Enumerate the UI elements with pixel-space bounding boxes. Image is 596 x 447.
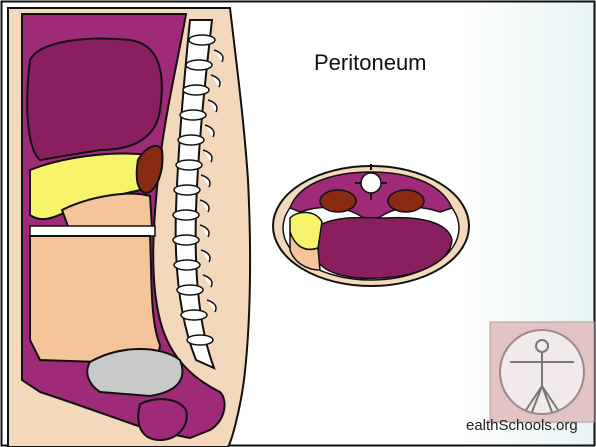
bladder (87, 349, 182, 396)
healthschools-logo (490, 322, 594, 422)
mesentery-gap (30, 226, 155, 236)
intestine-lower (30, 236, 160, 363)
watermark-text: ealthSchools.org (466, 417, 578, 434)
cross-section-vertebra (361, 173, 381, 193)
rectum (138, 399, 187, 440)
cross-section-kidney-right (388, 190, 424, 212)
slide-title: Peritoneum (314, 50, 427, 76)
cross-section (273, 164, 469, 286)
sagittal-section (8, 8, 250, 447)
cross-section-kidney-left (320, 190, 356, 212)
